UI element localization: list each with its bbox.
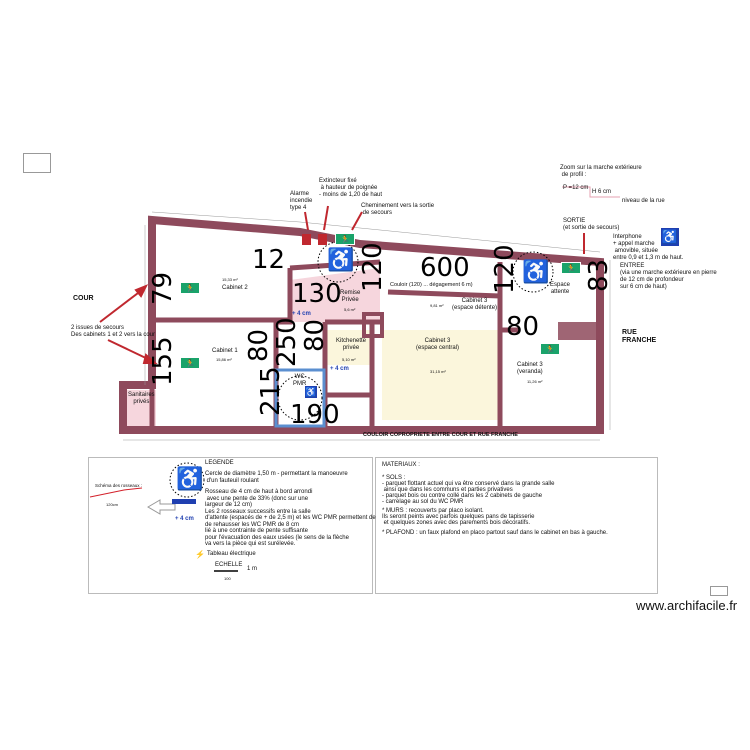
legend-ramp-width: 120cm	[106, 502, 119, 507]
legend-echelle-scale: 100	[224, 576, 231, 581]
exit-sign-icon: 🏃	[180, 282, 200, 294]
extinguisher-icon	[318, 234, 327, 245]
legend-ramp-schema: Schéma des rosseaux :	[95, 483, 143, 488]
dimension-label: 190	[290, 400, 340, 430]
chimney-block	[558, 322, 596, 340]
ramp-label: + 4 cm	[292, 311, 311, 317]
step-profile	[562, 186, 620, 198]
cour-label: COUR	[73, 295, 94, 302]
pillar	[362, 312, 384, 338]
ramp-schema-line	[89, 487, 143, 498]
top-left-frame	[23, 153, 51, 173]
legend-title: LEGENDE	[205, 460, 234, 466]
step-depth: P =12 cm	[563, 185, 589, 191]
intercom-label: Interphone + appel marche amovible, situ…	[613, 234, 684, 261]
legend-ramp-icon	[172, 499, 196, 504]
dimension-label: 120	[358, 242, 388, 292]
room-cabinet3-detente: Cabinet 3 (espace détente)	[452, 298, 498, 311]
materials-plafond: * PLAFOND : un faux plafond en placo par…	[382, 530, 608, 536]
exit-sign-icon: 🏃	[180, 357, 200, 369]
room-sanitaires: Sanitaires privés	[128, 392, 155, 405]
room-wc-pmr: WC PMR	[293, 374, 307, 387]
ramp-hollow-arrow	[147, 499, 176, 515]
turning-circle	[317, 241, 359, 283]
dimension-label: 80	[300, 318, 330, 352]
couloir-copro-label: COULOIR COPROPRIETE ENTRE COUR ET RUE FR…	[363, 432, 518, 438]
materials-murs: * MURS : recouverts par placo isolant. I…	[382, 508, 535, 526]
street-level: niveau de la rue	[622, 198, 665, 204]
room-cabinet2: Cabinet 2	[222, 285, 248, 291]
annotation-arrows	[99, 205, 585, 364]
exit-sign-icon: 🏃	[540, 343, 560, 355]
dimension-label: 80	[506, 312, 540, 342]
dimension-label: 83	[584, 258, 614, 292]
zoom-title: Zoom sur la marche extérieure de profil …	[560, 165, 642, 178]
room-cabinet1: Cabinet 1	[212, 348, 238, 354]
dimension-label: 120	[490, 244, 520, 294]
rue-franche-label: RUE FRANCHE	[622, 329, 657, 344]
alarm-label: Alarme incendie type 4	[290, 191, 313, 211]
emergency-exits-label: 2 issues de secours Des cabinets 1 et 2 …	[71, 325, 156, 338]
path-exit-label: Cheminement vers la sortie de secours	[361, 203, 435, 216]
legend-wheelchair-icon: ♿	[176, 466, 204, 491]
room-kitchenette-area: 5,10 m²	[342, 357, 356, 362]
dimension-label: 80	[244, 328, 274, 362]
couloir-label: Couloir (120) ... dégagement 6 m)	[390, 282, 473, 288]
room-cabinet1-area: 15,86 m²	[216, 357, 232, 362]
legend-echelle-value: 1 m	[247, 566, 258, 572]
materials-title: MATERIAUX :	[382, 462, 420, 468]
materials-sols: * SOLS : - parquet flottant actuel qui v…	[382, 475, 555, 505]
room-cabinet3-detente-area: 9,81 m²	[430, 303, 444, 308]
bottom-right-frame	[710, 586, 728, 596]
room-cabinet2-area: 15,33 m²	[222, 277, 238, 282]
legend-circle: Cercle de diamètre 1,50 m - permettant l…	[205, 471, 348, 484]
room-cabinet3-central-area: 31,15 m²	[430, 369, 446, 374]
legend-echelle: ECHELLE	[215, 562, 243, 568]
room-cabinet3-veranda-area: 11,26 m²	[527, 379, 543, 384]
remise-fill	[290, 268, 380, 322]
exit-sign-icon: 🏃	[561, 262, 581, 274]
dimension-label: 215	[256, 366, 286, 416]
room-espace-attente: Espace attente	[550, 282, 571, 295]
dimension-label: 12	[252, 245, 286, 275]
dimension-label: 600	[420, 253, 470, 283]
dimension-label: 79	[148, 271, 178, 305]
dimension-label: 155	[148, 336, 178, 386]
electric-panel-icon: ⚡	[195, 550, 205, 559]
exit-label: SORTIE (et sortie de secours)	[563, 218, 620, 231]
alarm-icon	[302, 234, 311, 245]
extinguisher-label: Extincteur fixé à hauteur de poignée - m…	[319, 178, 383, 198]
dimension-label: 130	[292, 279, 342, 309]
room-cabinet3-central: Cabinet 3 (espace central)	[416, 338, 460, 351]
ramp-label: + 4 cm	[330, 366, 349, 372]
turning-circle	[512, 251, 554, 293]
step-height: H 6 cm	[592, 189, 612, 195]
dimension-label: 250	[272, 317, 302, 367]
watermark[interactable]: www.archifacile.fr	[636, 598, 738, 613]
legend-tableau: Tableau électrique	[207, 551, 256, 557]
accessibility-icon: ♿	[661, 228, 679, 246]
room-kitchenette: Kitchenette privée	[336, 338, 367, 351]
exit-sign-icon: 🏃	[335, 233, 355, 245]
room-cabinet3-veranda: Cabinet 3 (veranda)	[517, 362, 543, 375]
wc-pmr-border	[274, 368, 326, 428]
legend-turning-circle	[169, 462, 205, 498]
wc-accessibility-icon: ♿	[305, 386, 317, 398]
cabinet3-central-fill	[382, 330, 500, 420]
dimension-lines	[123, 211, 611, 441]
legend-ramp-plus: + 4 cm	[175, 516, 194, 522]
room-remise: Remise Privée	[340, 290, 361, 303]
room-remise-area: 5,6 m²	[344, 307, 356, 312]
turning-circle	[277, 375, 323, 421]
legend-ramp: Rosseau de 4 cm de haut à bord arrondi a…	[205, 489, 376, 547]
wheelchair-icon: ♿	[327, 247, 355, 272]
materials-panel	[375, 457, 658, 594]
entrance-label: ENTREE (via une marche extérieure en pie…	[620, 263, 717, 290]
wheelchair-icon: ♿	[522, 259, 550, 284]
